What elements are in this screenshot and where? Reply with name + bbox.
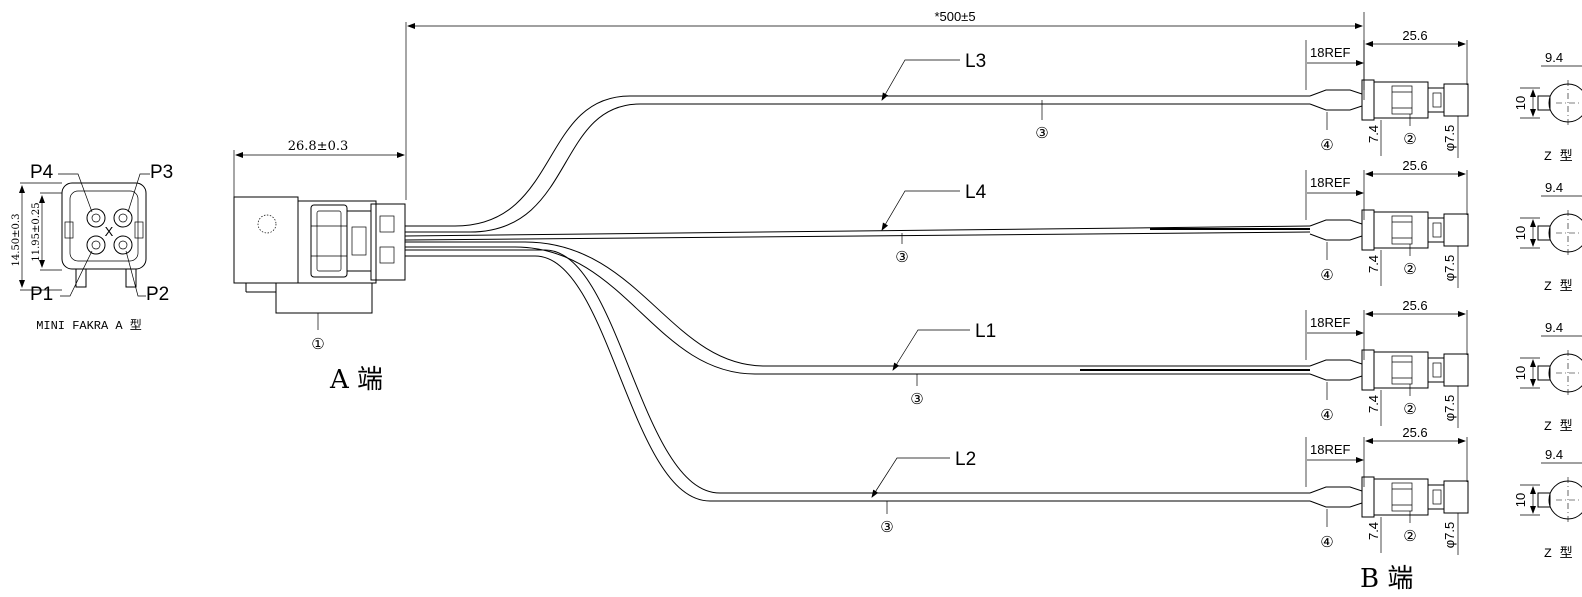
b-type-label: Z 型 [1544, 546, 1573, 561]
b-type-label: Z 型 [1544, 279, 1573, 294]
b-type-label: Z 型 [1544, 149, 1573, 164]
sleeve-callout: ④ [1320, 533, 1333, 551]
line-label-text: L3 [965, 51, 986, 72]
b-connector-length-label: 25.6 [1402, 425, 1427, 440]
line-label-text: L4 [965, 182, 987, 203]
b-height-label: 7.4 [1366, 522, 1381, 540]
pin-p1-label: P1 [30, 284, 53, 305]
b-height-label: 7.4 [1366, 125, 1381, 143]
pin-p4-label: P4 [30, 162, 54, 183]
b-end-row-4: 18REF 25.6 ④ ② 7.4 φ7.5 10 9.4 Z 型 [1305, 425, 1582, 561]
end-callout: ② [1403, 130, 1416, 148]
overall-length-label: *500±5 [934, 9, 975, 24]
b-end-row-1: 18REF 25.6 ④ ② 7.4 φ7.5 10 9.4 Z 型 [1305, 28, 1582, 164]
side-width-label: 9.4 [1545, 320, 1563, 335]
a-end-length-dimension: 26.8±0.3 [233, 139, 405, 200]
b-height-label: 7.4 [1366, 395, 1381, 413]
sleeve-callout: ④ [1320, 406, 1333, 424]
mini-fakra-front-view: 14.50±0.3 11.95±0.25 X P4 P3 P1 P2 MINI … [11, 162, 173, 333]
wire-callout: ③ [1035, 124, 1048, 142]
side-width-label: 9.4 [1545, 180, 1563, 195]
b-connector-length-label: 25.6 [1402, 28, 1427, 43]
b-height-label: 7.4 [1366, 255, 1381, 273]
side-width-label: 9.4 [1545, 447, 1563, 462]
b-diameter-label: φ7.5 [1442, 255, 1457, 282]
b-diameter-label: φ7.5 [1442, 125, 1457, 152]
end-callout: ② [1403, 260, 1416, 278]
side-height-label: 10 [1513, 493, 1528, 507]
side-width-label: 9.4 [1545, 50, 1563, 65]
side-height-label: 10 [1513, 96, 1528, 110]
a-end-label: A 端 [329, 365, 383, 395]
overall-length-dimension: *500±5 [405, 9, 1365, 200]
pin-center-label: X [105, 224, 114, 239]
a-end-length-label: 26.8±0.3 [288, 139, 349, 154]
line-label-l1: L1 ③ [892, 321, 996, 408]
b-diameter-label: φ7.5 [1442, 395, 1457, 422]
a-height-inner-label: 11.95±0.25 [31, 202, 42, 261]
b-diameter-label: φ7.5 [1442, 522, 1457, 549]
line-label-text: L2 [955, 449, 976, 470]
side-height-label: 10 [1513, 226, 1528, 240]
sleeve-callout: ④ [1320, 266, 1333, 284]
wire-callout: ③ [880, 518, 893, 536]
a-end-connector: ① A 端 [233, 196, 406, 395]
end-callout: ② [1403, 527, 1416, 545]
b-connector-length-label: 25.6 [1402, 298, 1427, 313]
a-height-outer-label: 14.50±0.3 [11, 214, 22, 267]
cable-bundle [404, 95, 1311, 502]
b-end-row-2: 18REF 25.6 ④ ② 7.4 φ7.5 10 9.4 Z 型 [1305, 158, 1582, 294]
line-label-text: L1 [975, 321, 996, 342]
b-type-label: Z 型 [1544, 419, 1573, 434]
pin-p2-label: P2 [146, 284, 169, 305]
a-end-callout: ① [311, 335, 324, 353]
ref-length-label: 18REF [1310, 175, 1351, 190]
sleeve-callout: ④ [1320, 136, 1333, 154]
connector-type-label: MINI FAKRA A 型 [36, 318, 142, 333]
ref-length-label: 18REF [1310, 45, 1351, 60]
b-end-label: B 端 [1360, 564, 1413, 594]
side-height-label: 10 [1513, 366, 1528, 380]
ref-length-label: 18REF [1310, 315, 1351, 330]
line-label-l4: L4 ③ [881, 182, 987, 266]
wire-callout: ③ [910, 390, 923, 408]
ref-length-label: 18REF [1310, 442, 1351, 457]
b-connector-length-label: 25.6 [1402, 158, 1427, 173]
b-end-row-3: 18REF 25.6 ④ ② 7.4 φ7.5 10 9.4 Z 型 [1305, 298, 1582, 434]
wire-callout: ③ [895, 248, 908, 266]
line-label-l3: L3 ③ [881, 51, 1049, 142]
end-callout: ② [1403, 400, 1416, 418]
pin-p3-label: P3 [150, 162, 173, 183]
line-label-l2: L2 ③ [871, 449, 976, 536]
